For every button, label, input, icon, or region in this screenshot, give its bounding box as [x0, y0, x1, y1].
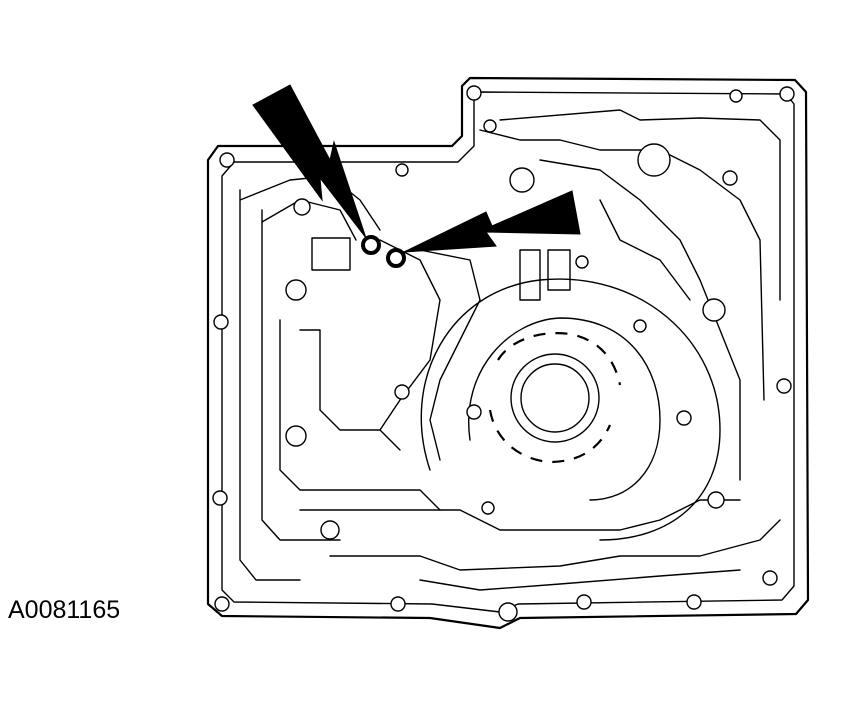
bolt-holes — [212, 85, 795, 622]
upper-left-block — [311, 237, 351, 271]
left-passage-4 — [299, 329, 401, 451]
upper-right-channel-3 — [539, 159, 741, 481]
gasket-inner-border — [221, 91, 795, 613]
upper-left-channel-2 — [261, 199, 357, 241]
left-passage-2 — [261, 209, 341, 541]
center-arc-inner — [468, 317, 661, 501]
seal-ring-left — [361, 235, 381, 255]
left-passage — [239, 189, 301, 581]
left-passage-3 — [279, 319, 441, 511]
bore-dash-segments — [497, 332, 622, 386]
upper-right-channel — [499, 109, 781, 301]
bore-dash-segments-2 — [488, 409, 612, 464]
center-bore-outer — [510, 353, 600, 443]
arrow-down-right-icon — [252, 84, 367, 239]
center-arc-outer — [420, 278, 721, 541]
lower-passage-3 — [419, 569, 741, 591]
gasket-outline — [206, 76, 810, 630]
mid-channel-2 — [419, 249, 481, 461]
mid-slot-1 — [519, 249, 541, 301]
lower-passage-2 — [329, 519, 781, 571]
mid-slot-2 — [547, 249, 571, 291]
figure-reference-code: A0081165 — [8, 596, 121, 624]
seal-ring-right — [386, 248, 406, 268]
mid-channel — [379, 239, 441, 431]
upper-right-channel-4 — [599, 199, 691, 301]
arrow-left-icon — [403, 190, 581, 253]
lower-passage — [299, 499, 741, 531]
center-bore-inner — [520, 363, 590, 433]
